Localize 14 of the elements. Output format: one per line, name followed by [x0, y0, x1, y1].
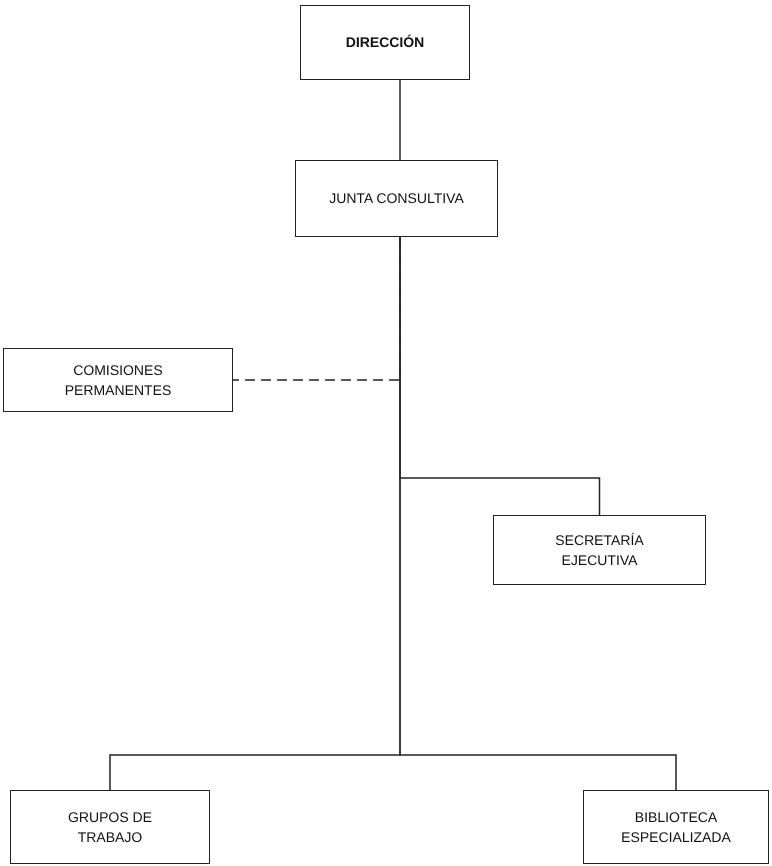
org-box — [295, 160, 498, 237]
unit-name: JUNTA CONSULTIVA — [329, 189, 464, 208]
org-box — [10, 790, 210, 864]
connector-line — [399, 237, 677, 790]
unit-name: GRUPOS DE TRABAJO — [66, 808, 153, 847]
unit-name: SECRETARÍA EJECUTIVA — [554, 530, 645, 570]
connector-line — [399, 80, 401, 160]
unit-name: BIBLIOTECA ESPECIALIZADA — [620, 808, 732, 847]
org-box — [3, 348, 233, 412]
org-box — [583, 790, 769, 864]
org-box — [493, 515, 706, 585]
unit-name: DIRECCIÓN — [346, 33, 424, 52]
org-box — [300, 5, 470, 80]
unit-name: COMISIONES PERMANENTES — [64, 360, 172, 400]
